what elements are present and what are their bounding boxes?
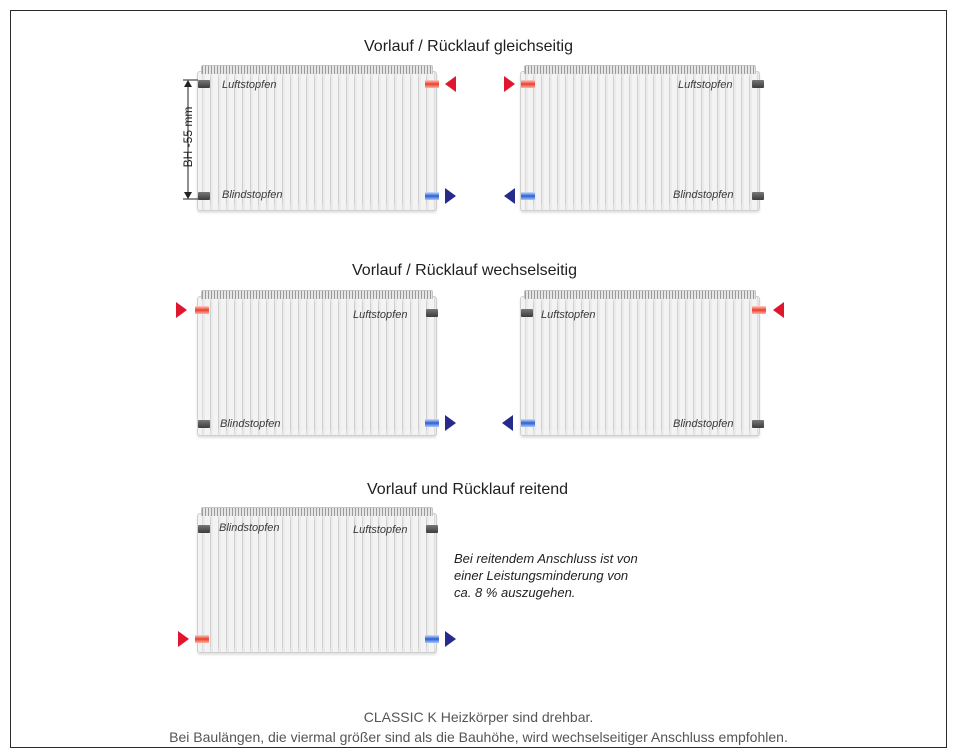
flow-arrow-icon (773, 302, 784, 318)
radiator-riding (197, 507, 437, 653)
air-plug-label: Luftstopfen (222, 79, 277, 91)
blind-plug-label: Blindstopfen (673, 189, 734, 201)
diagram-frame (10, 10, 947, 748)
radiator-grill (524, 65, 756, 74)
blind-plug-icon (198, 192, 210, 200)
title-same-side: Vorlauf / Rücklauf gleichseitig (364, 38, 573, 55)
footer-line-1: CLASSIC K Heizkörper sind drehbar. (363, 709, 594, 725)
blind-plug-label: Blindstopfen (673, 418, 734, 430)
radiator-same-side-right (520, 65, 760, 211)
flow-connector-icon (752, 306, 766, 314)
return-arrow-icon (504, 188, 515, 204)
radiator-same-side-left (197, 65, 437, 211)
air-plug-label: Luftstopfen (353, 524, 408, 536)
radiator-panel (203, 519, 431, 647)
return-connector-icon (425, 635, 439, 643)
return-connector-icon (521, 192, 535, 200)
air-plug-icon (521, 309, 533, 317)
radiator-alternating-left (197, 290, 437, 436)
return-connector-icon (425, 419, 439, 427)
flow-arrow-icon (445, 76, 456, 92)
return-arrow-icon (445, 415, 456, 431)
radiator-grill (201, 507, 433, 516)
radiator-grill (201, 65, 433, 74)
flow-arrow-icon (178, 631, 189, 647)
height-dimension-icon (183, 79, 198, 200)
radiator-panel (203, 77, 431, 205)
flow-arrow-icon (176, 302, 187, 318)
blind-plug-icon (752, 420, 764, 428)
radiator-grill (201, 290, 433, 299)
return-connector-icon (425, 192, 439, 200)
air-plug-label: Luftstopfen (353, 309, 408, 321)
return-arrow-icon (445, 188, 456, 204)
flow-connector-icon (195, 635, 209, 643)
height-dimension-label: BH -55 mm (181, 106, 195, 168)
note-line-2: einer Leistungsminderung von (454, 568, 629, 583)
blind-plug-label: Blindstopfen (222, 189, 283, 201)
air-plug-label: Luftstopfen (678, 79, 733, 91)
blind-plug-icon (198, 525, 210, 533)
title-alternating: Vorlauf / Rücklauf wechselseitig (352, 262, 577, 279)
air-plug-icon (752, 80, 764, 88)
return-connector-icon (521, 419, 535, 427)
footer-line-2: Bei Baulängen, die viermal größer sind a… (169, 729, 788, 745)
radiator-panel (526, 302, 754, 430)
flow-connector-icon (425, 80, 439, 88)
air-plug-label: Luftstopfen (541, 309, 596, 321)
reduction-note: Bei reitendem Anschluss ist von einer Le… (454, 550, 714, 601)
air-plug-icon (426, 525, 438, 533)
flow-connector-icon (195, 306, 209, 314)
note-line-3: ca. 8 % auszugehen. (454, 585, 576, 600)
radiator-panel (526, 77, 754, 205)
air-plug-icon (426, 309, 438, 317)
radiator-panel (203, 302, 431, 430)
blind-plug-icon (752, 192, 764, 200)
radiator-grill (524, 290, 756, 299)
air-plug-icon (198, 80, 210, 88)
return-arrow-icon (445, 631, 456, 647)
blind-plug-label: Blindstopfen (220, 418, 281, 430)
blind-plug-icon (198, 420, 210, 428)
title-riding: Vorlauf und Rücklauf reitend (367, 481, 569, 498)
blind-plug-label: Blindstopfen (219, 522, 280, 534)
note-line-1: Bei reitendem Anschluss ist von (454, 551, 638, 566)
flow-connector-icon (521, 80, 535, 88)
return-arrow-icon (502, 415, 513, 431)
radiator-alternating-right (520, 290, 760, 436)
flow-arrow-icon (504, 76, 515, 92)
